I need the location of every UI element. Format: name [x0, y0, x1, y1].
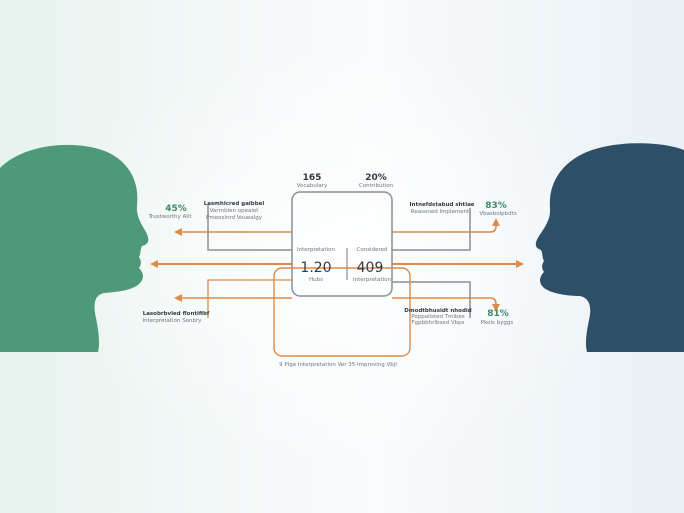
arrow-right-upper: [392, 218, 500, 233]
right-bottom-sub1: Poppalisted Tmibes: [411, 314, 465, 320]
left-top-caption: Trustworthy Alit: [147, 214, 192, 220]
left-top-value: 45%: [165, 204, 187, 214]
center-left-header: Interpretation: [297, 247, 336, 253]
bracket-right-bottom: [392, 281, 471, 318]
center-left-caption: Hubs: [309, 277, 323, 283]
bracket-left-bottom: [207, 279, 292, 318]
center-right-header: Considered: [357, 247, 388, 253]
right-top-sub: Reasoned Implement: [411, 209, 470, 215]
right-top-heading: Intnefdstabud shtlae: [409, 202, 474, 208]
center-right-value: 409: [357, 260, 384, 276]
right-head-silhouette: [535, 143, 684, 352]
arrow-right-lower: [392, 297, 500, 312]
center-left-top-caption: Vocabulary: [297, 183, 328, 189]
left-top-heading: Lasmhlcred gaibbel: [204, 201, 265, 207]
right-bottom-sub2: Fgpbbhrlbsed Vbps: [412, 320, 465, 326]
center-frame-top: [291, 191, 393, 297]
bracket-right-top: [392, 208, 471, 251]
center-right-top-caption: Contribution: [359, 183, 394, 189]
left-bottom-sub: Interpretation Sonbry: [142, 318, 202, 324]
right-top-value: 83%: [485, 201, 507, 211]
bracket-left-top: [207, 204, 292, 251]
center-left-top-value: 165: [303, 173, 322, 183]
center-right-top-value: 20%: [365, 173, 387, 183]
left-bottom-heading: Lasobrbvled flontifibf: [143, 311, 210, 317]
center-bottom-caption: 9 Plge Interpretation Ver 35 Improving V…: [279, 362, 397, 368]
center-right-caption: Interpretation: [353, 277, 392, 283]
left-head-silhouette: [0, 144, 149, 352]
right-top-caption: Vbasbolpbdts: [479, 211, 517, 217]
right-bottom-value: 81%: [487, 309, 509, 319]
right-bottom-heading: Dmodtbhusidt nhodid: [404, 308, 471, 314]
center-frame-bottom: [273, 267, 411, 357]
left-top-sub1: Varrnblen opeaiot: [210, 208, 260, 214]
left-top-sub2: Pmeoslnrd Vouealgy: [206, 215, 263, 221]
right-bottom-caption: Pkois byggs: [481, 320, 514, 326]
center-left-value: 1.20: [300, 260, 331, 276]
